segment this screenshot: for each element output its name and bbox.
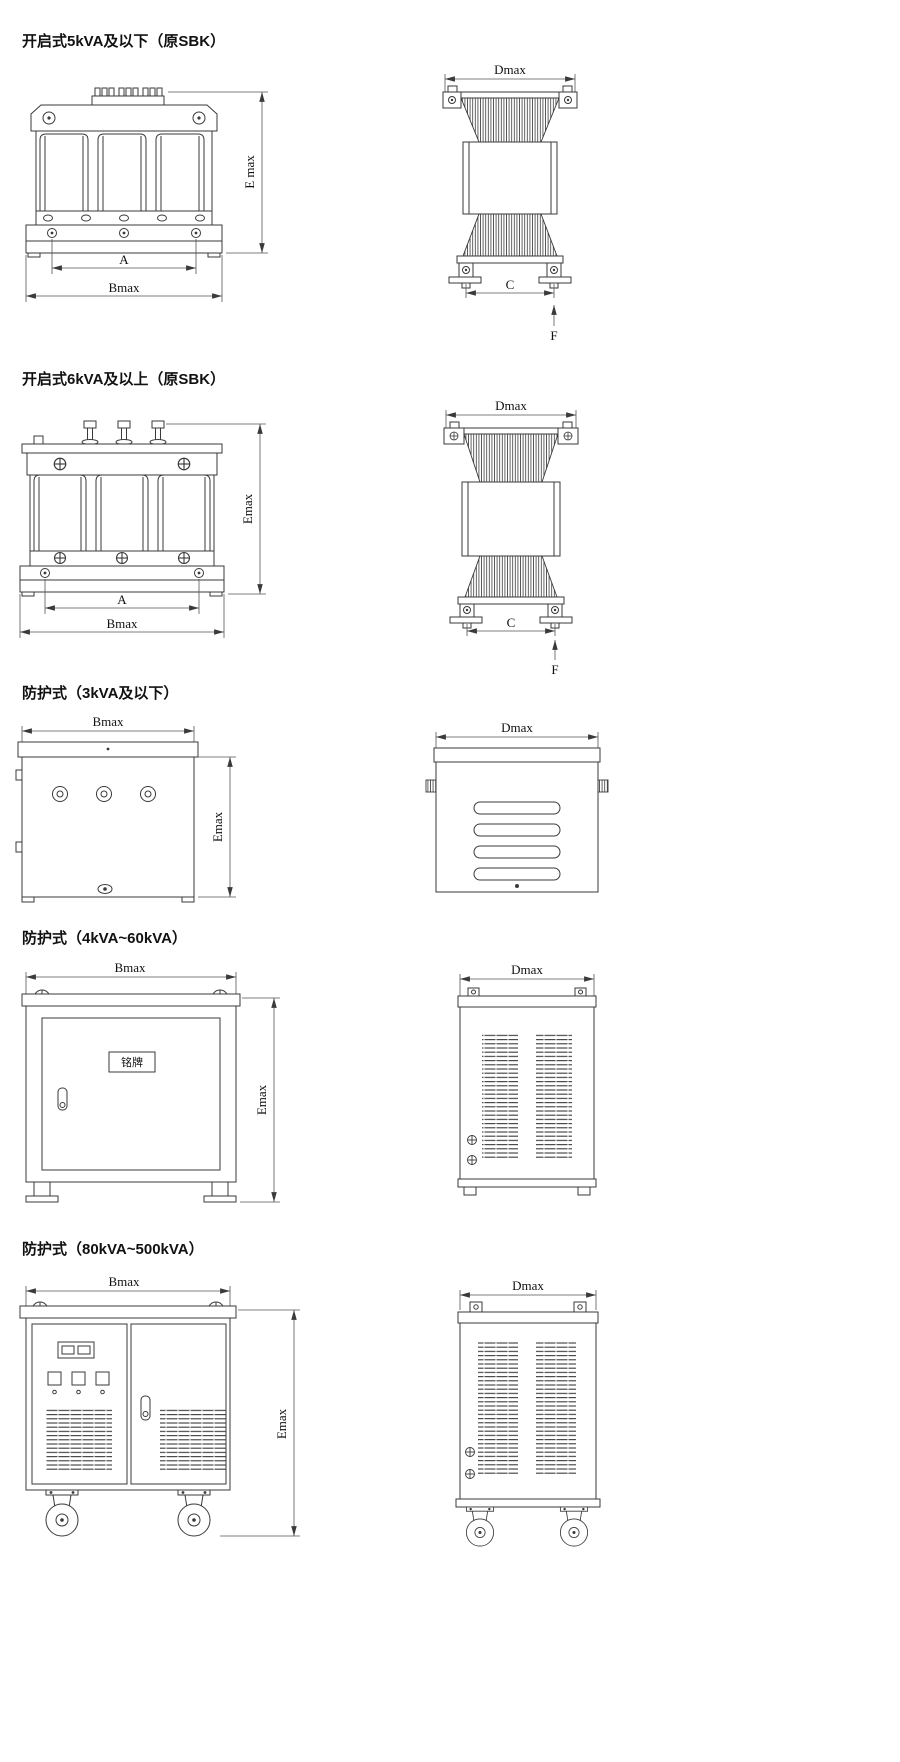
louver-vent — [536, 1034, 572, 1160]
dim-label-f: F — [550, 328, 557, 343]
top-clamp — [21, 443, 223, 476]
lower-coil-laminations — [464, 555, 558, 598]
lower-coil-laminations — [462, 213, 558, 257]
dim-label-dmax: Dmax — [512, 1278, 544, 1293]
caster-wheel — [45, 1489, 79, 1537]
top-clamp-side — [442, 85, 578, 109]
dim-emax: Emax — [240, 997, 280, 1203]
bottom-clamp — [29, 550, 215, 567]
terminal-bolts — [33, 420, 167, 445]
fig-protected3-front-view: Bmax Emax — [15, 714, 236, 903]
dim-f: F — [550, 305, 558, 343]
dim-emax: Emax — [166, 423, 266, 595]
louver-vent — [160, 1408, 226, 1470]
louver-vent — [536, 1342, 576, 1474]
fig-protected60-side-view: Dmax — [457, 962, 597, 1196]
dim-label-dmax: Dmax — [511, 962, 543, 977]
base-channel — [19, 565, 225, 597]
louver-vent — [482, 1034, 518, 1160]
door-handle — [57, 1087, 68, 1111]
terminal-screws — [91, 87, 165, 106]
fig-protected3-side-view: Dmax — [425, 720, 609, 893]
dim-label-emax: Emax — [210, 811, 225, 842]
dim-label-c: C — [507, 615, 516, 630]
dim-label-f: F — [551, 662, 558, 677]
upper-coil-laminations — [460, 97, 560, 143]
louver-vent — [46, 1408, 112, 1470]
dim-label-a: A — [119, 252, 129, 267]
dim-label-bmax: Bmax — [108, 1274, 140, 1289]
dim-c: C — [465, 277, 555, 298]
nameplate-label: 铭牌 — [121, 1055, 143, 1069]
dim-a: A — [51, 239, 197, 274]
section-title-open-6kva: 开启式6kVA及以上（原SBK） — [22, 371, 226, 388]
dim-dmax: Dmax — [459, 1278, 597, 1310]
dim-label-emax: E max — [242, 155, 257, 189]
fig-open6-front-view: Emax A Bmax — [19, 420, 266, 638]
caster-wheel — [559, 1506, 589, 1547]
coil-windings — [29, 474, 215, 552]
dim-label-bmax: Bmax — [114, 960, 146, 975]
dim-emax: Emax — [198, 756, 236, 898]
dim-dmax: Dmax — [445, 398, 577, 428]
bottom-clamp — [35, 210, 213, 226]
meter-display — [57, 1341, 95, 1359]
base-channel — [25, 224, 223, 258]
indicator — [95, 1371, 110, 1386]
enclosure-box-side — [425, 747, 609, 893]
cabinet: 铭牌 — [21, 989, 241, 1203]
dim-emax: Emax — [220, 1309, 300, 1537]
dim-a: A — [44, 579, 200, 614]
indicator — [71, 1371, 86, 1386]
dim-bmax: Bmax — [25, 960, 237, 994]
dim-dmax: Dmax — [444, 62, 576, 92]
core-body — [462, 141, 558, 215]
dim-f: F — [551, 640, 559, 677]
core-body — [461, 481, 561, 557]
section-title-protected-80-500kva: 防护式（80kVA~500kVA） — [22, 1241, 204, 1258]
enclosure-box — [15, 741, 199, 903]
dim-label-bmax: Bmax — [106, 616, 138, 631]
upper-coil-laminations — [463, 433, 559, 483]
dim-label-dmax: Dmax — [495, 398, 527, 413]
dim-label-emax: Emax — [254, 1084, 269, 1115]
fig-open6-side-view: Dmax — [443, 398, 579, 677]
dim-label-c: C — [506, 277, 515, 292]
cabinet — [19, 1301, 237, 1537]
top-clamp — [30, 104, 218, 132]
cabinet-side — [457, 987, 597, 1196]
section-title-open-5kva: 开启式5kVA及以下（原SBK） — [22, 33, 226, 50]
dim-label-a: A — [117, 592, 127, 607]
fig-protected60-front-view: Bmax 铭牌 Emax — [21, 960, 280, 1203]
fig-open5-side-view: Dmax — [442, 62, 578, 343]
dim-label-dmax: Dmax — [501, 720, 533, 735]
dim-bmax: Bmax — [25, 1274, 231, 1306]
dim-bmax: Bmax — [25, 255, 223, 302]
section-title-protected-3kva: 防护式（3kVA及以下） — [22, 685, 179, 702]
caster-wheel — [177, 1489, 211, 1537]
dim-bmax: Bmax — [19, 594, 225, 638]
dim-label-emax: Emax — [240, 493, 255, 524]
caster-wheel — [465, 1506, 495, 1547]
louver-vent — [478, 1342, 518, 1474]
dim-label-dmax: Dmax — [494, 62, 526, 77]
dim-emax: E max — [168, 91, 268, 254]
fig-protected500-side-view: Dmax — [455, 1278, 601, 1547]
fig-open5-front-view: E max A Bmax — [25, 87, 268, 302]
top-clamp-side — [443, 421, 579, 445]
indicator — [47, 1371, 62, 1386]
dim-bmax: Bmax — [21, 714, 195, 744]
dim-c: C — [466, 615, 556, 636]
dim-dmax: Dmax — [435, 720, 599, 750]
section-title-protected-4-60kva: 防护式（4kVA~60kVA） — [22, 930, 187, 947]
dim-label-emax: Emax — [274, 1408, 289, 1439]
dim-label-bmax: Bmax — [92, 714, 124, 729]
nameplate — [108, 1051, 156, 1073]
cabinet-side — [455, 1301, 601, 1547]
coil-windings — [35, 130, 213, 212]
dim-dmax: Dmax — [459, 962, 595, 996]
fig-protected500-front-view: Bmax E — [19, 1274, 300, 1537]
dim-label-bmax: Bmax — [108, 280, 140, 295]
